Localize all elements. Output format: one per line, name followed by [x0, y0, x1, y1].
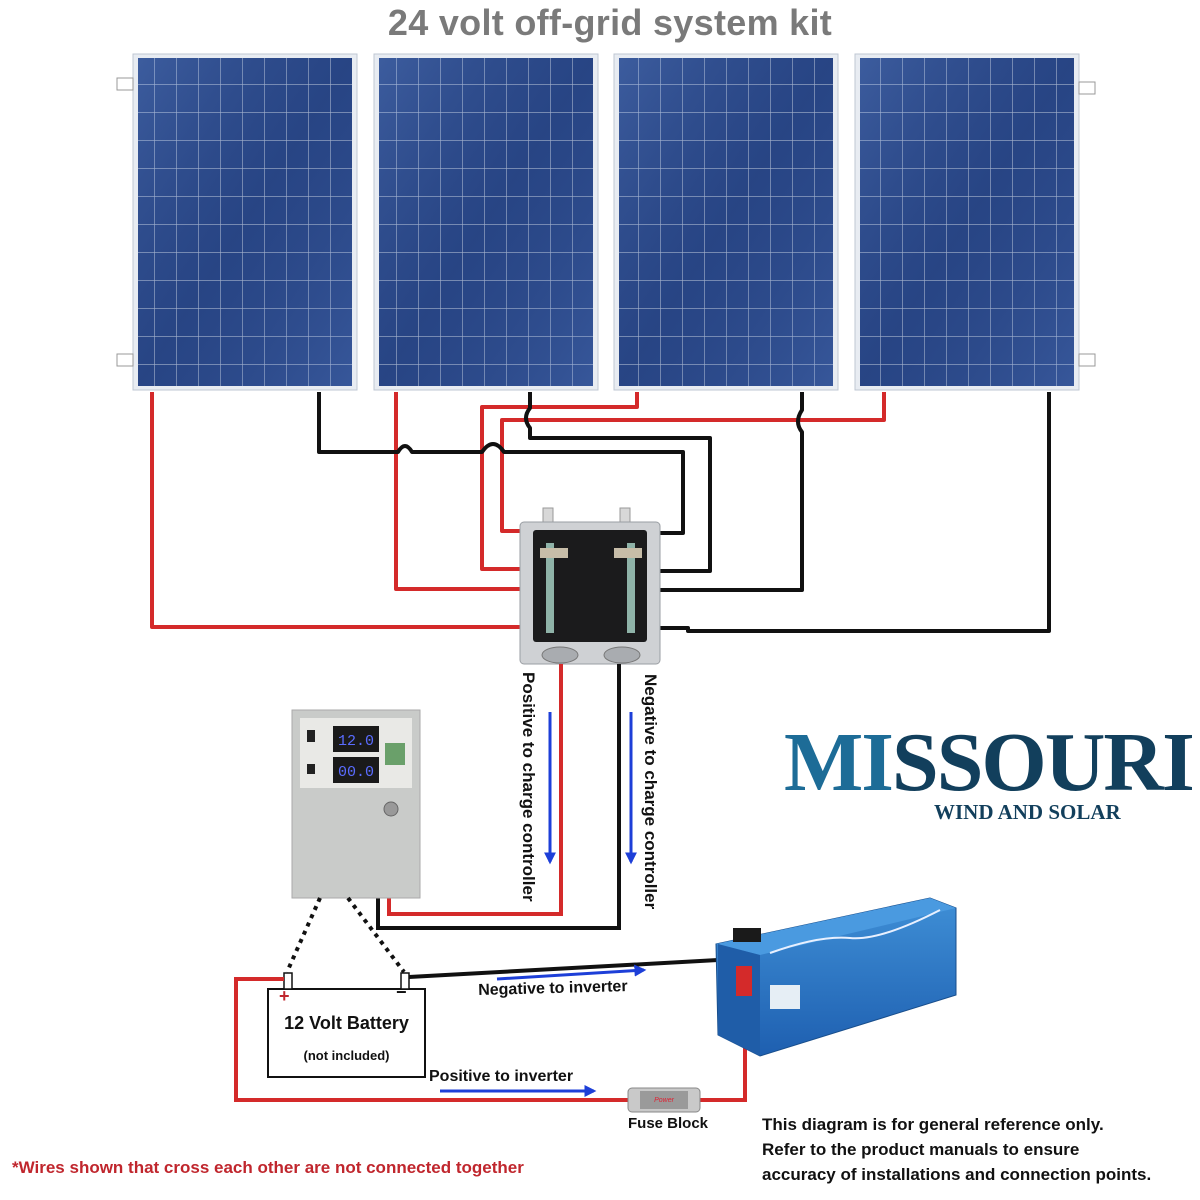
label-positive-to-inverter: Positive to inverter — [429, 1068, 574, 1085]
page-title: 24 volt off-grid system kit — [387, 2, 833, 43]
missouri-wind-and-solar-logo: MISSOURI WIND AND SOLAR — [784, 718, 1195, 828]
inverter — [715, 897, 957, 1057]
label-positive-to-charge-controller: Positive to charge controller — [519, 672, 538, 902]
solar-panel-1 — [116, 53, 358, 391]
fuse-block: Power — [627, 1087, 701, 1113]
panel-wiring — [150, 392, 1051, 633]
fuse-block-label: Fuse Block — [628, 1115, 709, 1132]
svg-text:12.0: 12.0 — [338, 733, 374, 750]
logo-wordmark: MISSOURI — [784, 716, 1195, 809]
charge-controller: 12.0 00.0 — [291, 709, 421, 899]
battery-sublabel: (not included) — [303, 1048, 390, 1063]
disclaimer-line-2: Refer to the product manuals to ensure — [762, 1140, 1080, 1159]
negative-wire-to-charge-controller — [376, 664, 621, 930]
footnote: *Wires shown that cross each other are n… — [12, 1158, 524, 1177]
positive-wire-to-charge-controller — [387, 664, 563, 916]
solar-panel-4 — [854, 53, 1096, 391]
svg-text:Power: Power — [654, 1097, 675, 1104]
disclaimer-line-1: This diagram is for general reference on… — [762, 1115, 1104, 1134]
battery-positive-terminal-label: + — [279, 986, 290, 1006]
disclaimer: This diagram is for general reference on… — [762, 1112, 1151, 1187]
combiner-box — [519, 507, 661, 665]
battery-negative-terminal-label: − — [396, 982, 407, 1002]
battery — [267, 972, 426, 1078]
disclaimer-line-3: accuracy of installations and connection… — [762, 1165, 1152, 1184]
solar-panel-2 — [373, 53, 599, 391]
solar-panel-3 — [613, 53, 839, 391]
negative-wire-to-inverter — [408, 958, 719, 979]
controller-positive-to-battery — [285, 897, 322, 973]
logo-tagline: WIND AND SOLAR — [934, 800, 1121, 824]
label-negative-to-charge-controller: Negative to charge controller — [641, 674, 660, 910]
controller-negative-to-battery — [346, 896, 406, 974]
battery-label: 12 Volt Battery — [284, 1013, 409, 1033]
positive-wire-to-inverter — [234, 977, 630, 1102]
svg-text:00.0: 00.0 — [338, 764, 374, 781]
arrow-negative-to-inverter — [496, 964, 647, 981]
